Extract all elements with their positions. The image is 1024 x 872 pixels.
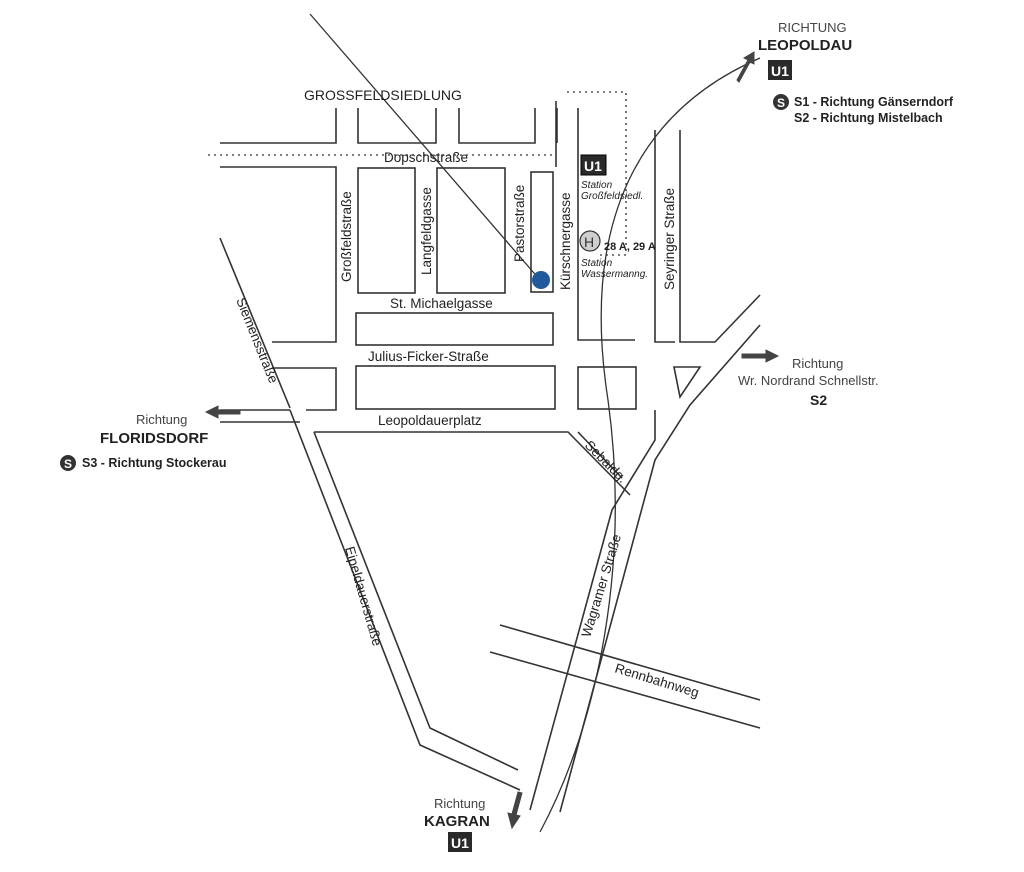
city-blocks [355, 167, 702, 410]
u1-station-grossfeldsiedlung: U1 Station Großfeldsiedl. [580, 154, 643, 202]
destination-marker [532, 271, 550, 289]
station-dotted-outline [567, 91, 627, 256]
floridsdorf-sbahn-icon [60, 455, 76, 471]
label-pastorstrasse: Pastorstraße [512, 185, 527, 262]
bus-stop-icon [579, 230, 601, 252]
central-roads [219, 101, 761, 423]
leopoldau-arrow-icon [736, 51, 755, 83]
direction-nordrand: Richtung Wr. Nordrand Schnellstr. S2 [738, 349, 879, 408]
southern-roads [289, 324, 761, 813]
bus-lines-label: 28 A, 29 A [604, 241, 656, 253]
u1-badge-label: U1 [584, 158, 602, 174]
bus-stop-symbol: H [584, 234, 594, 250]
u1-badge [580, 154, 607, 176]
nordrand-line: S2 [810, 392, 827, 408]
label-dopschstrasse: Dopschstraße [384, 150, 468, 165]
floridsdorf-name: FLORIDSDORF [100, 430, 208, 447]
nordrand-arrow-icon [741, 349, 780, 363]
bus-stop-wassermanngasse: H 28 A, 29 A Station Wassermanng. [579, 230, 656, 280]
label-grossfeldstrasse: Großfeldstraße [339, 191, 354, 282]
u1-track-curve [539, 57, 761, 833]
leopoldau-u1-label: U1 [771, 63, 789, 79]
leopoldau-s1: S1 - Richtung Gänserndorf [794, 95, 954, 109]
kagran-u1-label: U1 [451, 835, 469, 851]
label-seyringer: Seyringer Straße [662, 188, 677, 290]
floridsdorf-sbahn-glyph: S [64, 457, 72, 471]
direction-leopoldau: RICHTUNG LEOPOLDAU U1 S S1 - Richtung Gä… [736, 20, 954, 125]
north-roads [220, 108, 558, 144]
direction-kagran: Richtung KAGRAN U1 [424, 791, 523, 852]
u1-station-label-2: Großfeldsiedl. [581, 191, 643, 202]
label-sebaldg: Sebaldg. [582, 438, 630, 486]
bus-station-label-2: Wassermanng. [581, 269, 648, 280]
bus-station-label-1: Station [581, 258, 613, 269]
diagonal-line [309, 13, 541, 281]
floridsdorf-arrow-icon [204, 405, 241, 419]
kagran-u1-badge [448, 832, 472, 852]
label-siemensstrasse: Siemensstraße [233, 296, 281, 386]
kagran-richtung: Richtung [434, 796, 485, 811]
leopoldau-s2: S2 - Richtung Mistelbach [794, 111, 943, 125]
leopoldau-name: LEOPOLDAU [758, 37, 852, 54]
label-julius-ficker: Julius-Ficker-Straße [368, 349, 489, 364]
leopoldau-richtung: RICHTUNG [778, 20, 847, 35]
nordrand-name: Wr. Nordrand Schnellstr. [738, 373, 879, 388]
leopoldau-u1-badge [768, 60, 792, 80]
kagran-arrow-icon [507, 791, 523, 830]
nordrand-richtung: Richtung [792, 356, 843, 371]
label-st-michaelgasse: St. Michaelgasse [390, 296, 493, 311]
direction-floridsdorf: Richtung FLORIDSDORF S S3 - Richtung Sto… [60, 405, 241, 471]
sbahn-icon [773, 94, 789, 110]
label-leopoldauerplatz: Leopoldauerplatz [378, 413, 482, 428]
u1-station-label-1: Station [581, 180, 613, 191]
label-rennbahnweg: Rennbahnweg [613, 661, 701, 701]
floridsdorf-s3: S3 - Richtung Stockerau [82, 456, 226, 470]
label-kuerschnergasse: Kürschnergasse [558, 192, 573, 290]
label-langfeldgasse: Langfeldgasse [419, 187, 434, 275]
sbahn-icon-glyph: S [777, 96, 785, 110]
floridsdorf-richtung: Richtung [136, 412, 187, 427]
district-label: GROSSFELDSIEDLUNG [304, 87, 462, 103]
kagran-name: KAGRAN [424, 813, 490, 830]
